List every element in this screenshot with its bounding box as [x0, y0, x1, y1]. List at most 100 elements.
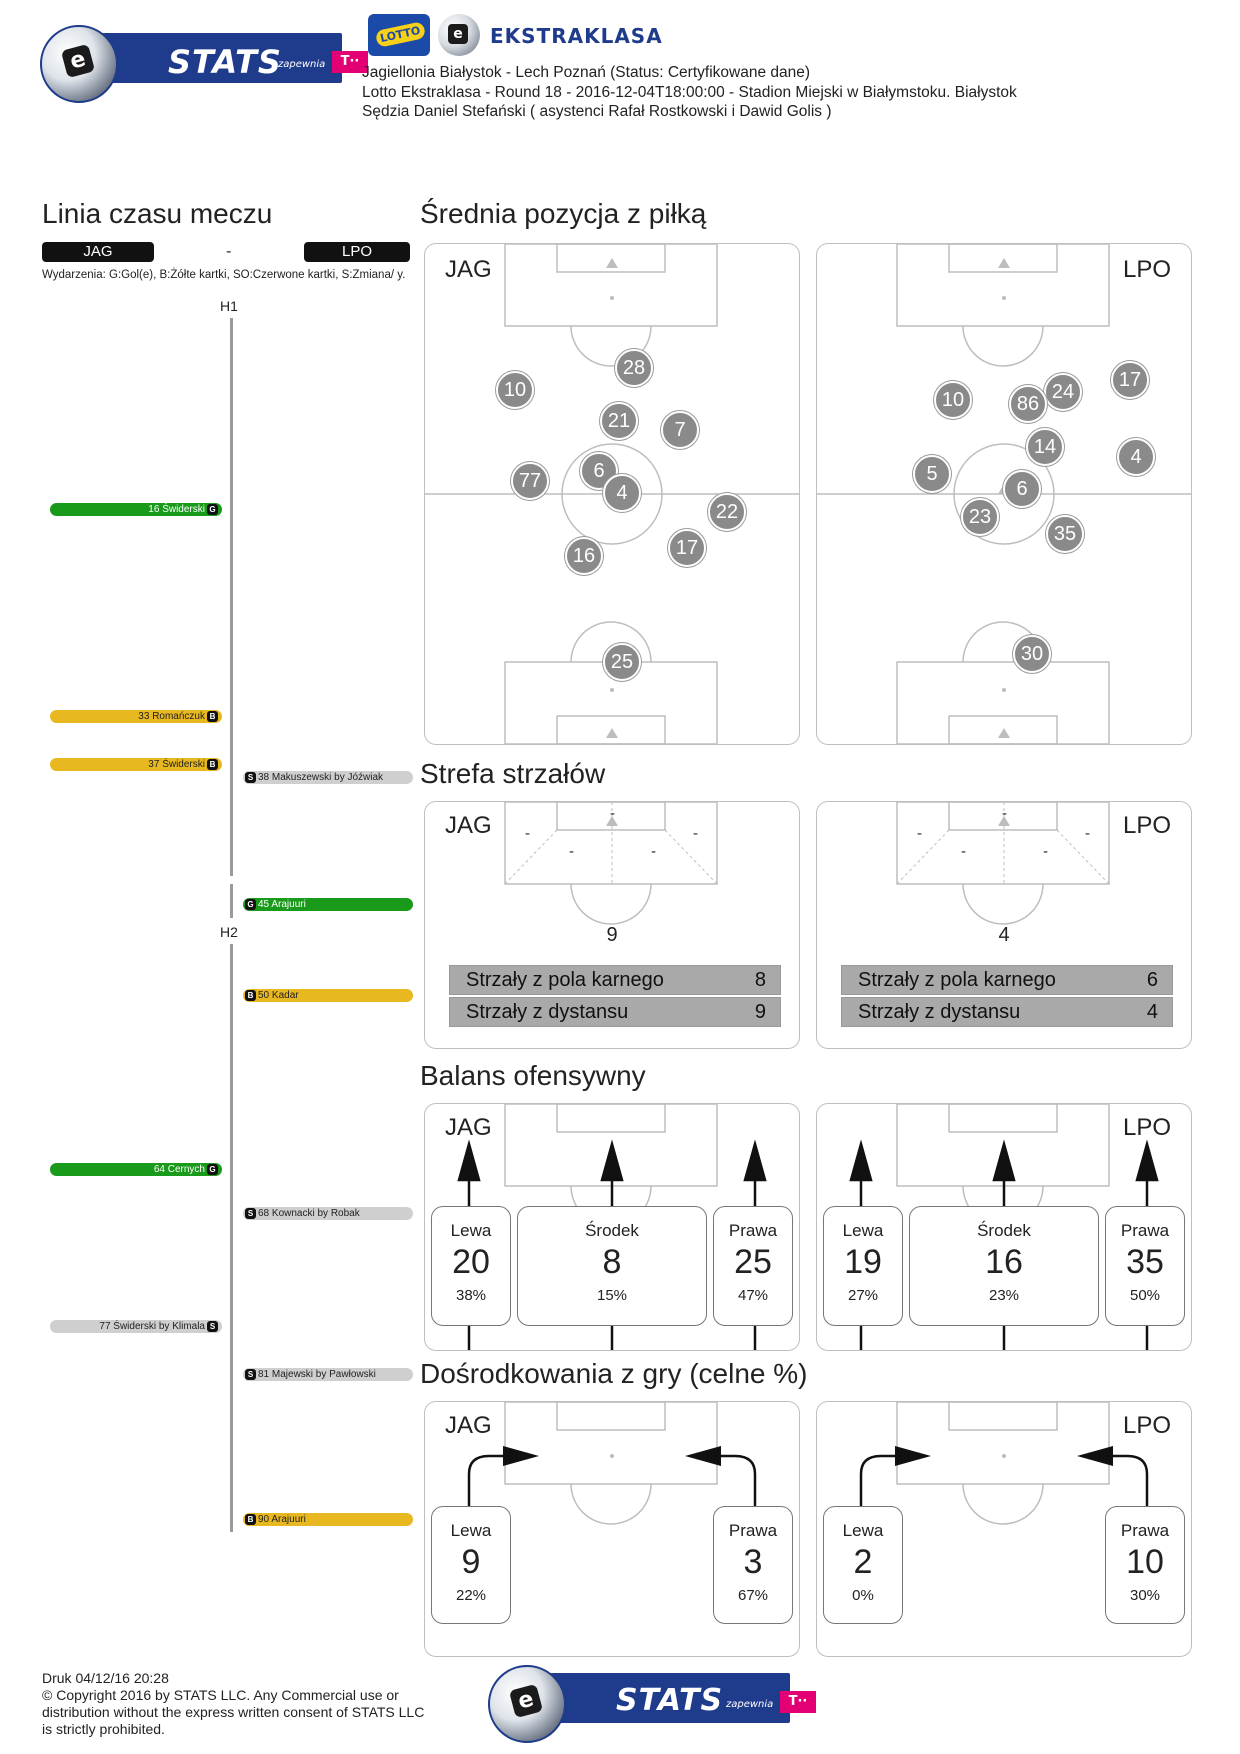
zone-pct: 23% — [988, 1287, 1020, 1304]
zone-value: 9 — [461, 1543, 481, 1581]
event-text: 68 Kownacki by Robak — [258, 1208, 360, 1219]
zone-label: Prawa — [728, 1521, 778, 1540]
match-info: Lotto Ekstraklasa - Round 18 - 2016-12-0… — [362, 84, 1017, 101]
timeline-title: Linia czasu meczu — [42, 198, 273, 229]
shot-zone-value: - — [1002, 806, 1008, 822]
zone-pct: 22% — [455, 1587, 487, 1604]
shot-home-tag: JAG — [445, 812, 492, 839]
zone-pct: 50% — [1129, 1287, 1161, 1304]
event-type-icon: B — [245, 989, 256, 1001]
zone-label: Lewa — [842, 1521, 884, 1540]
event-type-icon: G — [207, 1163, 218, 1175]
event-type-icon: B — [245, 1513, 256, 1525]
crosses-pitch-home — [467, 1402, 757, 1525]
shots-box-value: 8 — [754, 969, 766, 991]
timeline-line-h1 — [230, 318, 233, 876]
zone-value: 3 — [743, 1543, 763, 1581]
player-position-marker: 5 — [913, 455, 951, 493]
avg-home-tag: JAG — [445, 256, 492, 283]
player-position-marker: 14 — [1026, 428, 1064, 466]
shots-total-away: 4 — [998, 924, 1010, 946]
crosses-away-tag: LPO — [1122, 1412, 1171, 1439]
zone-value: 20 — [452, 1243, 490, 1281]
shot-zone-value: - — [569, 844, 575, 860]
shot-away-tag: LPO — [1122, 812, 1171, 839]
player-position-marker: 77 — [511, 462, 549, 500]
match-title: Jagiellonia Białystok - Lech Poznań (Sta… — [362, 64, 811, 81]
shots-distance-value: 4 — [1146, 1001, 1158, 1023]
shot-zone-value: - — [917, 826, 923, 842]
shots-distance-value: 9 — [754, 1001, 766, 1023]
print-date: Druk 04/12/16 20:28 — [42, 1670, 169, 1686]
crosses-home-tag: JAG — [445, 1412, 492, 1439]
shot-zone-value: - — [1043, 844, 1049, 860]
zone-value: 25 — [734, 1243, 772, 1281]
event-text: 45 Arajuuri — [258, 899, 306, 910]
avg-position-title: Średnia pozycja z piłką — [420, 198, 707, 229]
player-position-marker: 10 — [934, 381, 972, 419]
event-type-icon: B — [207, 758, 218, 770]
half-2-label: H2 — [220, 924, 238, 940]
balance-away-tag: LPO — [1122, 1114, 1171, 1141]
event-text: 16 Świderski — [148, 504, 205, 515]
shots-box-label: Strzały z pola karnego — [858, 969, 1056, 991]
zone-label: Lewa — [842, 1221, 884, 1240]
ball-icon: e — [40, 25, 118, 103]
player-position-marker: 35 — [1046, 515, 1084, 553]
player-position-marker: 4 — [603, 474, 641, 512]
logo-bar: STATS zapewnia T·· — [80, 33, 368, 83]
zone-value: 16 — [985, 1243, 1023, 1281]
stats-logo-text: STATS — [616, 1683, 724, 1718]
zone-value: 8 — [602, 1243, 622, 1281]
zone-pct: 0% — [852, 1587, 874, 1604]
avg-away-tag: LPO — [1122, 256, 1171, 283]
logo-bar: STATS zapewnia T·· — [528, 1673, 816, 1723]
shot-zone-value: - — [1085, 826, 1091, 842]
zone-value: 2 — [853, 1543, 873, 1581]
lotto-logo: LOTTO — [368, 14, 430, 56]
timeline-legend: Wydarzenia: G:Gol(e), B:Żółte kartki, SO… — [42, 269, 406, 281]
zone-pct: 27% — [847, 1287, 879, 1304]
shot-zone-title: Strefa strzałów — [420, 758, 606, 789]
telekom-icon: T·· — [332, 51, 368, 73]
copyright-line-3: is strictly prohibited. — [42, 1721, 165, 1737]
attack-balance-title: Balans ofensywny — [420, 1060, 646, 1091]
player-position-marker: 21 — [600, 402, 638, 440]
player-position-marker: 10 — [496, 371, 534, 409]
event-type-icon: S — [245, 771, 256, 783]
player-position-marker: 7 — [661, 411, 699, 449]
event-type-icon: S — [245, 1207, 256, 1219]
zone-label: Środek — [977, 1221, 1031, 1240]
event-text: 64 Cernych — [153, 1164, 205, 1175]
shots-distance-row-away: Strzały z dystansu 4 — [841, 997, 1173, 1027]
event-type-icon: G — [245, 898, 256, 910]
timeline-separator: - — [226, 242, 232, 260]
timeline-line-h2 — [230, 944, 233, 1530]
player-position-marker: 86 — [1009, 385, 1047, 423]
shots-distance-label: Strzały z dystansu — [858, 1001, 1021, 1023]
zone-label: Prawa — [728, 1221, 778, 1240]
zone-label: Prawa — [1120, 1521, 1170, 1540]
stats-logo-text: STATS — [168, 43, 282, 81]
event-text: 90 Arajuuri — [258, 1514, 306, 1525]
crosses-pitch-away — [859, 1402, 1149, 1525]
player-position-marker: 28 — [615, 349, 653, 387]
